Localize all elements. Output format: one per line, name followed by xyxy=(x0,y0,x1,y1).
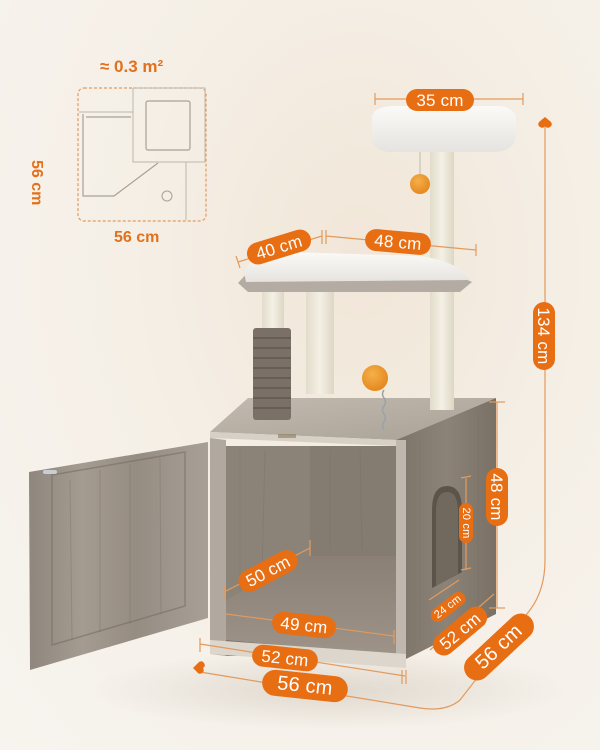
spring-pompom-toy xyxy=(362,365,388,431)
hanging-pompom-toy xyxy=(410,174,430,194)
heart-marker-top xyxy=(538,117,552,128)
footprint-inset xyxy=(77,87,207,222)
self-groomer-brush xyxy=(253,328,291,420)
dim-top-perch-width: 35 cm xyxy=(406,89,474,111)
dim-side-opening-height: 20 cm xyxy=(459,503,473,543)
footprint-depth-label: 56 cm xyxy=(28,160,45,206)
heart-marker-left xyxy=(193,661,205,674)
dim-total-height: 134 cm xyxy=(533,302,555,370)
top-perch xyxy=(371,106,517,176)
footprint-area-label: ≈ 0.3 m² xyxy=(100,57,164,76)
dim-cabinet-height: 48 cm xyxy=(486,468,508,526)
footprint-width-label: 56 cm xyxy=(114,229,160,246)
cabinet-door xyxy=(29,442,208,670)
middle-platform xyxy=(238,252,472,292)
